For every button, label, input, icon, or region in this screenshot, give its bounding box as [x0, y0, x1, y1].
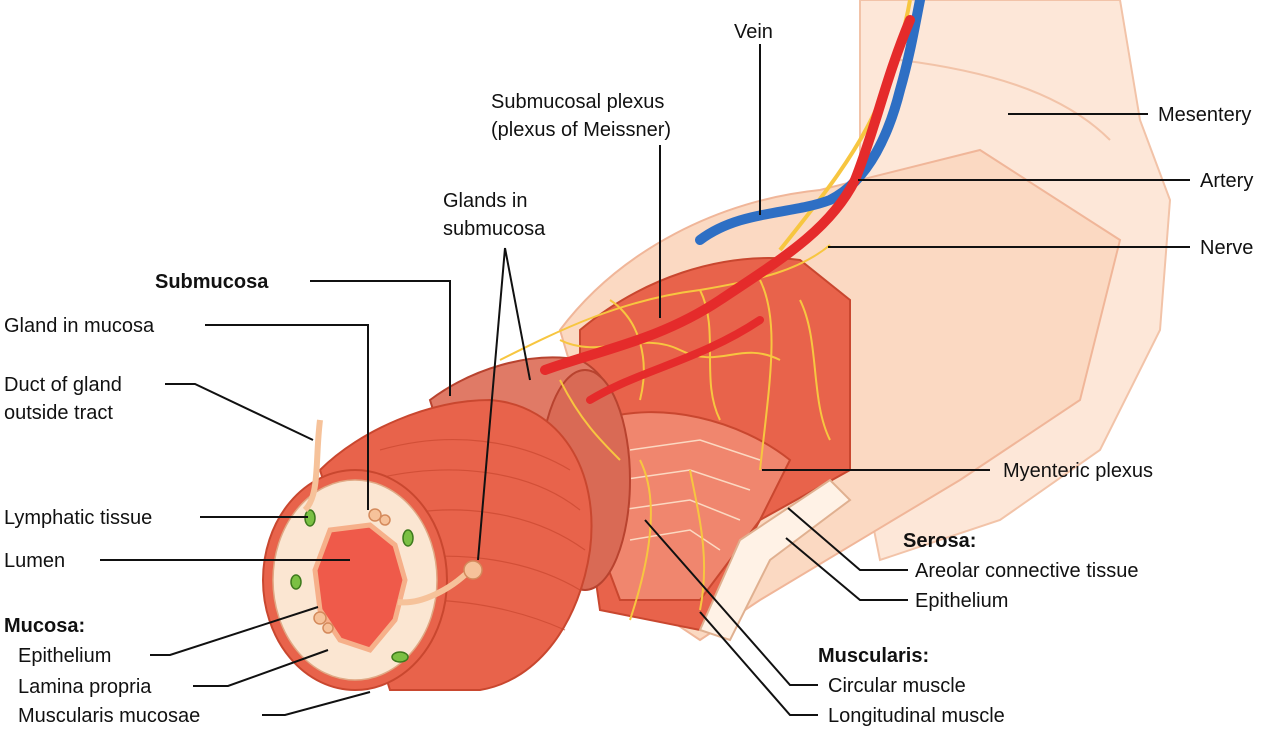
- mesentery-fold: [899, 59, 1111, 141]
- label-gland-in-mucosa: Gland in mucosa: [4, 315, 155, 337]
- label-mucosa-epithelium: Epithelium: [18, 645, 111, 667]
- lymphatic-nodules: [290, 509, 414, 663]
- label-submucosal-plexus-1: Submucosal plexus: [491, 91, 664, 113]
- label-muscularis-mucosae: Muscularis mucosae: [18, 705, 200, 727]
- serosa-cut-strip: [698, 478, 852, 642]
- leader-gland-in-mucosa: [205, 324, 369, 510]
- label-submucosal-plexus-2: (plexus of Meissner): [491, 119, 671, 141]
- leader-serosa-epithelium: [785, 537, 908, 601]
- leader-muscularis-mucosae: [262, 691, 371, 716]
- leader-areolar: [787, 507, 908, 571]
- label-serosa-epithelium: Epithelium: [915, 590, 1008, 612]
- submucosa-gland-duct: [397, 567, 473, 606]
- label-nerve: Nerve: [1200, 237, 1253, 259]
- mucosa-glands: [313, 508, 391, 634]
- leader-lines: [100, 44, 1190, 716]
- label-duct-1: Duct of gland: [4, 374, 122, 396]
- label-duct-2: outside tract: [4, 402, 113, 424]
- lumen-shape: [312, 522, 408, 653]
- leader-glands-submucosa: [477, 247, 531, 561]
- label-vein: Vein: [734, 21, 773, 43]
- nerve-plexus: [499, 244, 831, 621]
- gland-duct: [302, 419, 323, 513]
- submucosa-gland: [463, 560, 483, 580]
- leader-mucosa-epithelium: [150, 606, 319, 656]
- leader-circular-muscle: [644, 519, 818, 686]
- label-areolar: Areolar connective tissue: [915, 560, 1138, 582]
- label-longitudinal-muscle: Longitudinal muscle: [828, 705, 1005, 727]
- label-lumen: Lumen: [4, 550, 65, 572]
- label-submucosa: Submucosa: [155, 271, 269, 293]
- leader-longitudinal-muscle: [699, 611, 818, 716]
- label-glands-submucosa-1: Glands in: [443, 190, 528, 212]
- label-serosa-heading: Serosa:: [903, 530, 976, 552]
- leader-lamina-propria: [193, 649, 329, 687]
- label-muscularis-heading: Muscularis:: [818, 645, 929, 667]
- label-glands-submucosa-2: submucosa: [443, 218, 546, 240]
- leader-duct: [165, 383, 314, 441]
- tract-illustration: [262, 0, 1172, 691]
- label-lymphatic-tissue: Lymphatic tissue: [4, 507, 152, 529]
- label-mesentery: Mesentery: [1158, 104, 1251, 126]
- label-mucosa-heading: Mucosa:: [4, 615, 85, 637]
- label-myenteric-plexus: Myenteric plexus: [1003, 460, 1153, 482]
- label-lamina-propria: Lamina propria: [18, 676, 152, 698]
- vein: [695, 0, 925, 245]
- leader-submucosa: [310, 280, 451, 396]
- label-circular-muscle: Circular muscle: [828, 675, 966, 697]
- labels: Vein Submucosal plexus (plexus of Meissn…: [4, 21, 1253, 727]
- label-artery: Artery: [1200, 170, 1253, 192]
- artery-branch: [586, 316, 764, 404]
- artery: [540, 15, 915, 375]
